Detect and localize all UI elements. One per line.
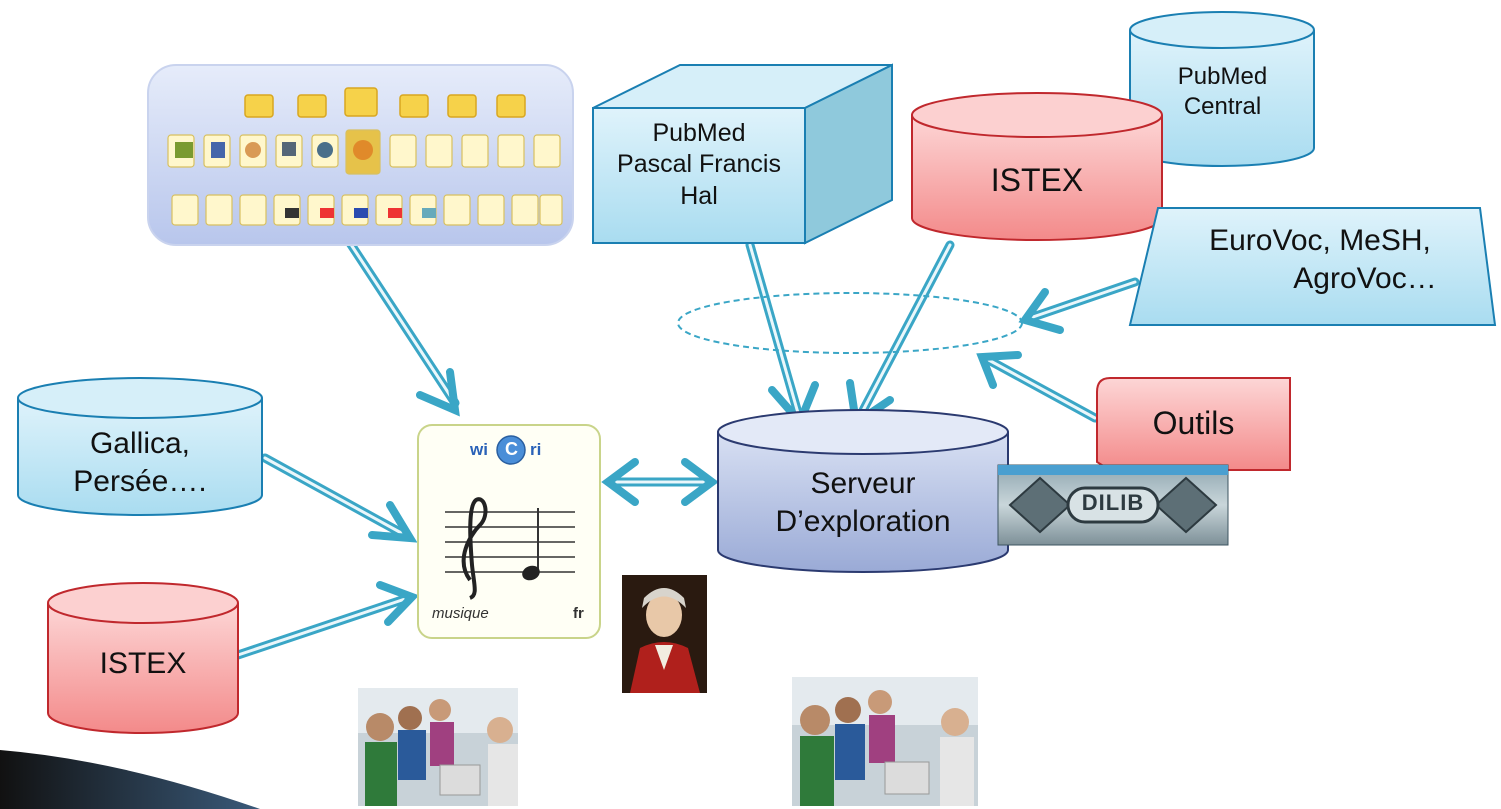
outils-label: Outils — [1152, 405, 1235, 441]
server-cylinder — [717, 409, 1009, 573]
dilib-logo — [997, 464, 1229, 546]
gallica-cylinder — [17, 377, 263, 516]
arrows — [233, 238, 1140, 660]
music-note-head — [522, 565, 540, 581]
arrow-gallica-to-wicri — [260, 453, 418, 543]
students-photo-right — [792, 677, 978, 806]
pubmed-box-3d — [592, 63, 893, 245]
wicri-brand-ri: ri — [530, 440, 542, 459]
wicri-card-footer-right: fr — [573, 605, 584, 622]
arrow-istex-to-server — [846, 240, 955, 430]
pubmed-central-label: PubMed Central — [1177, 63, 1268, 120]
arrow-istex-to-wicri — [233, 581, 420, 660]
arrow-outils-to-ellipse — [976, 351, 1100, 423]
decorative-swoosh — [0, 750, 260, 809]
wicri-brand: wi C ri — [470, 438, 560, 462]
istex-top-label: ISTEX — [990, 162, 1084, 198]
vocabulary-ellipse — [677, 292, 1023, 354]
istex-bottom-cylinder — [47, 582, 239, 734]
wicri-musique-card — [417, 424, 601, 639]
portal-icon-row-2 — [167, 129, 561, 175]
gallica-label: Gallica, Persée…. — [73, 427, 207, 498]
pubmed-central-cylinder — [1129, 11, 1315, 167]
students-photo-left — [358, 688, 518, 806]
arrow-pubmed-to-server — [745, 240, 819, 430]
wicri-card-footer-left: musique — [432, 605, 489, 622]
pubmed-box-label: PubMed Pascal Francis Hal — [617, 119, 781, 210]
wicri-brand-c: C — [505, 439, 518, 459]
arrow-wicri-server-bidirectional — [601, 458, 719, 506]
wicri-brand-wi: wi — [470, 440, 488, 459]
istex-top-cylinder — [911, 92, 1163, 241]
mozart-portrait — [622, 575, 707, 693]
server-label: Serveur D’exploration — [775, 467, 951, 538]
eurovoc-trapezoid — [1128, 207, 1497, 326]
istex-bottom-label: ISTEX — [99, 647, 187, 680]
dilib-logo-text: DILIB — [1081, 490, 1145, 515]
wicri-portal-panel — [147, 64, 574, 246]
treble-clef-icon — [461, 497, 488, 600]
arrow-eurovoc-to-ellipse — [1018, 277, 1140, 334]
portal-icon-row-1 — [244, 87, 526, 118]
eurovoc-label: EuroVoc, MeSH, AgroVoc… — [1209, 224, 1437, 295]
arrow-panel-to-wicri — [345, 238, 460, 417]
